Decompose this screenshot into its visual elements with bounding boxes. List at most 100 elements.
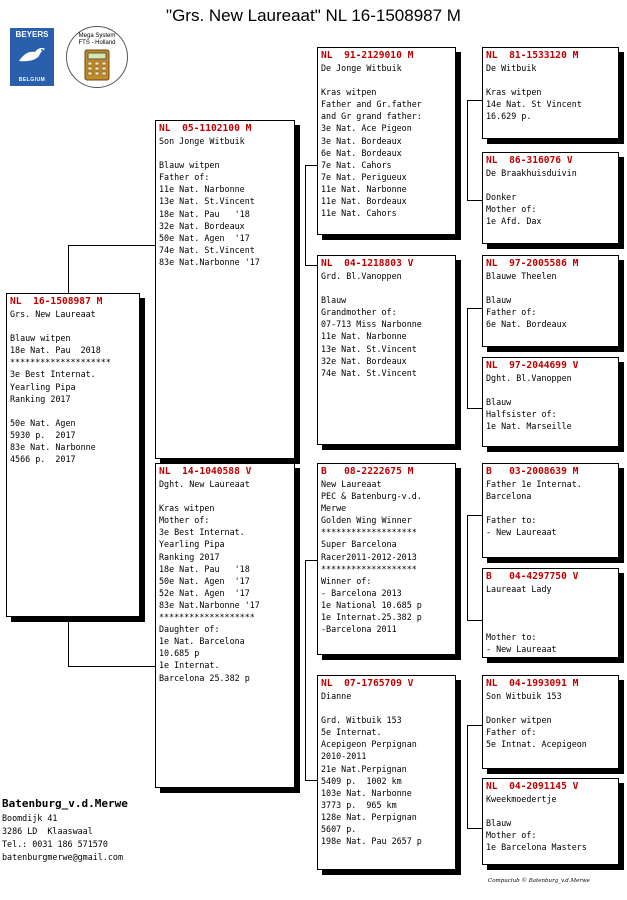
pedigree-line: 83e Nat.Narbonne '17 xyxy=(159,599,260,610)
pedigree-line xyxy=(486,502,615,514)
ring-number: NL 07-1765709 V xyxy=(321,678,414,689)
pedigree-line: ******************* xyxy=(321,527,417,538)
pedigree-line: Donker xyxy=(486,192,517,203)
pedigree-line: and Gr grand father: xyxy=(321,111,422,122)
pedigree-line: 10.685 p xyxy=(159,648,200,659)
pedigree-line: Dianne xyxy=(321,691,352,701)
ring-number: NL 04-2091145 V xyxy=(486,781,579,792)
ring-number: NL 86-316076 V xyxy=(486,155,573,166)
page-title: "Grs. New Laureaat" NL 16-1508987 M xyxy=(166,6,461,25)
pedigree-line: Father of: xyxy=(159,172,210,183)
pedigree-line: 7e Nat. Cahors xyxy=(321,159,392,170)
pedigree-line: 52e Nat. Agen '17 xyxy=(159,587,250,598)
pedigree-line xyxy=(321,282,452,294)
ring-number: NL 04-1993091 M xyxy=(486,678,579,689)
pedigree-line: Son Witbuik 153 xyxy=(486,691,562,701)
pedigree-line: Blauw witpen xyxy=(10,333,71,344)
pedigree-line: Grandmother of: xyxy=(321,307,397,318)
pedigree-line: Mother of: xyxy=(486,830,537,841)
pedigree-line: 11e Nat. Narbonne xyxy=(321,183,407,194)
pedigree-line: Grd. Bl.Vanoppen xyxy=(321,271,402,281)
pedigree-line: 11e Nat. Narbonne xyxy=(159,184,245,195)
pedigree-line: 3e Best Internat. xyxy=(159,527,245,538)
pedigree-line: 74e Nat. St.Vincent xyxy=(159,244,255,255)
pedigree-line: Grd. Witbuik 153 xyxy=(321,715,402,726)
pedigree-line: 32e Nat. Bordeaux xyxy=(159,220,245,231)
pedigree-line: Father to: xyxy=(486,515,537,526)
ring-number: NL 81-1533120 M xyxy=(486,50,579,61)
pedigree-line: Donker witpen xyxy=(486,715,552,726)
pedigree-line: 50e Nat. Agen '17 xyxy=(159,575,250,586)
pedigree-line: PEC & Batenburg-v.d. xyxy=(321,491,422,502)
pedigree-line xyxy=(10,320,136,332)
pedigree-line: Kras witpen xyxy=(159,503,215,514)
pedigree-line: Son Jonge Witbuik xyxy=(159,136,245,146)
pedigree-line: New Laureaat xyxy=(321,479,382,489)
pedigree-line: Golden Wing Winner xyxy=(321,515,412,526)
pedigree-line: ******************* xyxy=(321,563,417,574)
ring-number: NL 91-2129010 M xyxy=(321,50,414,61)
pedigree-line: Father of: xyxy=(486,307,537,318)
ring-number: NL 97-2044699 V xyxy=(486,360,579,371)
ring-number: NL 16-1508987 M xyxy=(10,296,103,307)
pedigree-line: - Barcelona 2013 xyxy=(321,587,402,598)
pedigree-line: 14e Nat. St Vincent xyxy=(486,99,582,110)
pedigree-line: Father of: xyxy=(486,727,537,738)
ring-number: NL 04-1218803 V xyxy=(321,258,414,269)
pedigree-line: Blauw xyxy=(486,295,512,306)
pedigree-line xyxy=(486,595,615,607)
pedigree-line xyxy=(486,805,615,817)
pedigree-line: -Barcelona 2011 xyxy=(321,624,397,635)
pedigree-line: 50e Nat. Agen xyxy=(10,417,76,428)
pedigree-line: Winner of: xyxy=(321,575,372,586)
pedigree-line xyxy=(486,619,615,631)
pedigree-line: Yearling Pipa xyxy=(10,381,76,392)
pedigree-line: 5930 p. 2017 xyxy=(10,429,76,440)
pedigree-line xyxy=(486,74,615,86)
pedigree-line: 5409 p. 1002 km xyxy=(321,775,402,786)
pedigree-line xyxy=(159,490,291,502)
pedigree-line: De Braakhuisduivin xyxy=(486,168,577,178)
pedigree-line: 1e Nat. Barcelona xyxy=(159,636,245,647)
pedigree-line: 3773 p. 965 km xyxy=(321,799,397,810)
pedigree-line: Mother to: xyxy=(486,632,537,643)
pedigree-line: 11e Nat. Bordeaux xyxy=(321,196,407,207)
pedigree-line xyxy=(321,702,452,714)
pedigree-line: 5e Internat. xyxy=(321,727,382,738)
pedigree-line: 83e Nat.Narbonne '17 xyxy=(159,256,260,267)
pedigree-line: - New Laureaat xyxy=(486,644,557,655)
pedigree-line: 74e Nat. St.Vincent xyxy=(321,367,417,378)
pedigree-line: 13e Nat. St.Vincent xyxy=(321,343,417,354)
pedigree-line: 50e Nat. Agen '17 xyxy=(159,232,250,243)
pigeon-card-ggp-5: B 03-2008639 M Father 1e Internat.Barcel… xyxy=(482,463,619,558)
breeder-city: 3286 LD Klaaswaal xyxy=(2,826,93,836)
pedigree-line: 18e Nat. Pau 2018 xyxy=(10,345,101,356)
pedigree-line: Daughter of: xyxy=(159,624,220,635)
pedigree-line: 6e Nat. Bordeaux xyxy=(321,147,402,158)
pedigree-line: 5607 p. xyxy=(321,824,357,835)
pedigree-line xyxy=(486,702,615,714)
pedigree-line: 16.629 p. xyxy=(486,111,532,122)
pedigree-line: Merwe xyxy=(321,503,347,514)
pedigree-line: Barcelona xyxy=(486,491,532,502)
pedigree-line: Dght. Bl.Vanoppen xyxy=(486,373,572,383)
pedigree-line xyxy=(486,282,615,294)
